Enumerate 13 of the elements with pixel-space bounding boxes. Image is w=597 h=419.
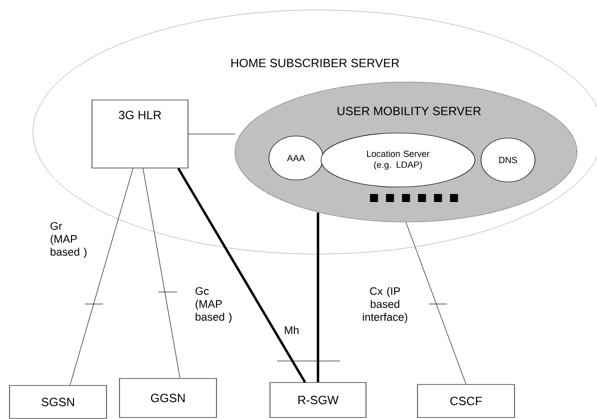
network-node-box: CSCF [417,384,515,418]
network-node-box: SGSN [9,385,107,419]
edge-label: Mh [284,326,298,334]
network-node-box: GGSN [119,378,217,418]
connector-line [70,168,134,386]
connector-line [177,168,306,383]
edge-label: Cx (IP based interface) [362,286,408,324]
server-box: 3G HLR [92,100,188,168]
connector-line [316,212,320,382]
network-node-box: R-SGW [270,382,366,418]
connector-line [142,168,180,378]
edge-label: Gc (MAP based ) [196,287,232,323]
connector-line [406,222,466,384]
